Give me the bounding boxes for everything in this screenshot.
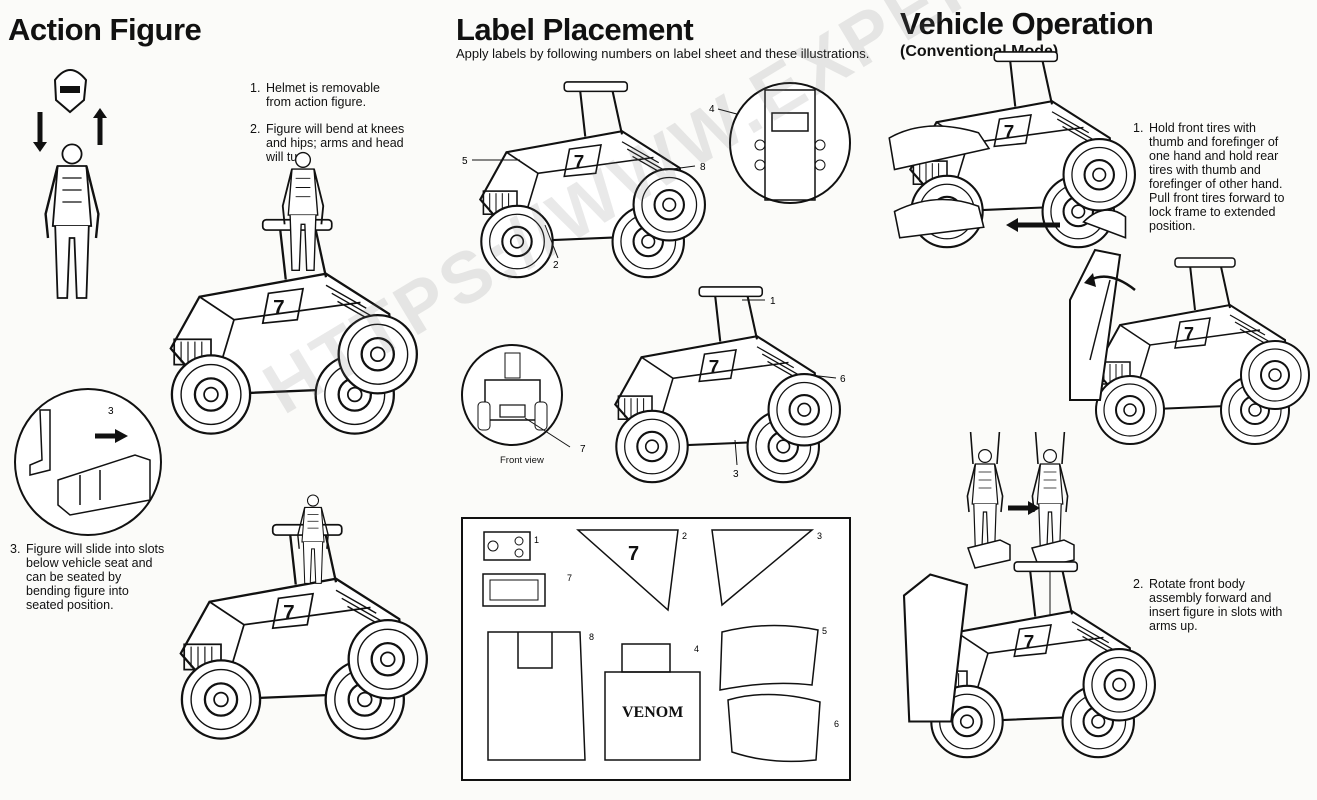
sheet-num-7: 7 (567, 573, 572, 583)
action-figure-step-1: 1. Helmet is removable from action figur… (250, 81, 450, 109)
callout-2: 2 (553, 260, 559, 271)
front-view-caption: Front view (500, 455, 544, 466)
label-callout-2 (544, 224, 559, 259)
step-text: Helmet is removable from action figure. (266, 81, 380, 109)
down-arrow-icon (33, 112, 47, 152)
vehicle-with-rider-illustration (171, 151, 417, 434)
callout-7: 7 (580, 444, 586, 455)
step-number: 2. (1133, 577, 1144, 591)
callout-5: 5 (462, 156, 468, 167)
step-number: 1. (250, 81, 261, 95)
figures-arms-up-illustration (966, 431, 1075, 640)
sheet-num-6: 6 (834, 719, 839, 729)
label-placement-title: Label Placement (456, 12, 694, 47)
helmet-illustration (53, 69, 88, 114)
callout-4: 4 (709, 104, 715, 115)
step-text: Figure will slide into slots below vehic… (26, 542, 165, 612)
label-sheet-venom: VENOM (622, 704, 683, 721)
step-number: 1. (1133, 121, 1144, 135)
label-sheet: 7 VENOM (461, 517, 851, 781)
callout-3: 3 (733, 469, 739, 480)
extended-frame-vehicle-illustration (1069, 248, 1309, 444)
vehicle-label-view-2 (615, 287, 840, 482)
step-text: Rotate front body assembly forward and i… (1149, 577, 1283, 633)
step-number: 2. (250, 122, 261, 136)
action-figure-standing (44, 143, 100, 300)
hands-holding-vehicle-illustration (888, 52, 1135, 247)
pull-arrow-icon (1006, 218, 1060, 232)
action-figure-title: Action Figure (8, 12, 202, 47)
inset-number: 3 (108, 406, 114, 417)
label-placement-subtitle: Apply labels by following numbers on lab… (456, 46, 870, 61)
vehicle-label-view-1 (480, 82, 705, 277)
vehicle-operation-step-2: 2. Rotate front body assembly forward an… (1133, 577, 1313, 633)
rotated-body-vehicle-illustration (902, 562, 1155, 757)
callout-6: 6 (840, 374, 846, 385)
right-arrow-icon (115, 429, 128, 443)
sheet-num-1: 1 (534, 535, 539, 545)
sheet-num-3: 3 (817, 531, 822, 541)
step-text: Hold front tires with thumb and forefing… (1149, 121, 1285, 233)
callout-8: 8 (700, 162, 706, 173)
sheet-num-5: 5 (822, 626, 827, 636)
sheet-num-2: 2 (682, 531, 687, 541)
action-figure-step-3: 3. Figure will slide into slots below ve… (10, 542, 190, 612)
label-sheet-digit: 7 (628, 543, 639, 565)
sheet-num-8: 8 (589, 632, 594, 642)
slot-detail-inset (14, 388, 162, 536)
curved-arrow-icon (1084, 273, 1136, 291)
sheet-num-4: 4 (694, 644, 699, 654)
vehicle-operation-step-1: 1. Hold front tires with thumb and foref… (1133, 121, 1313, 233)
seat-back-detail-inset (729, 82, 851, 204)
callout-1: 1 (770, 296, 776, 307)
front-view-inset (461, 344, 571, 448)
label-callout-8 (664, 165, 696, 171)
vehicle-operation-title: Vehicle Operation (900, 6, 1154, 41)
up-arrow-icon (93, 108, 107, 145)
vehicle-seated-figure-illustration (181, 494, 427, 739)
step-number: 3. (10, 542, 21, 556)
